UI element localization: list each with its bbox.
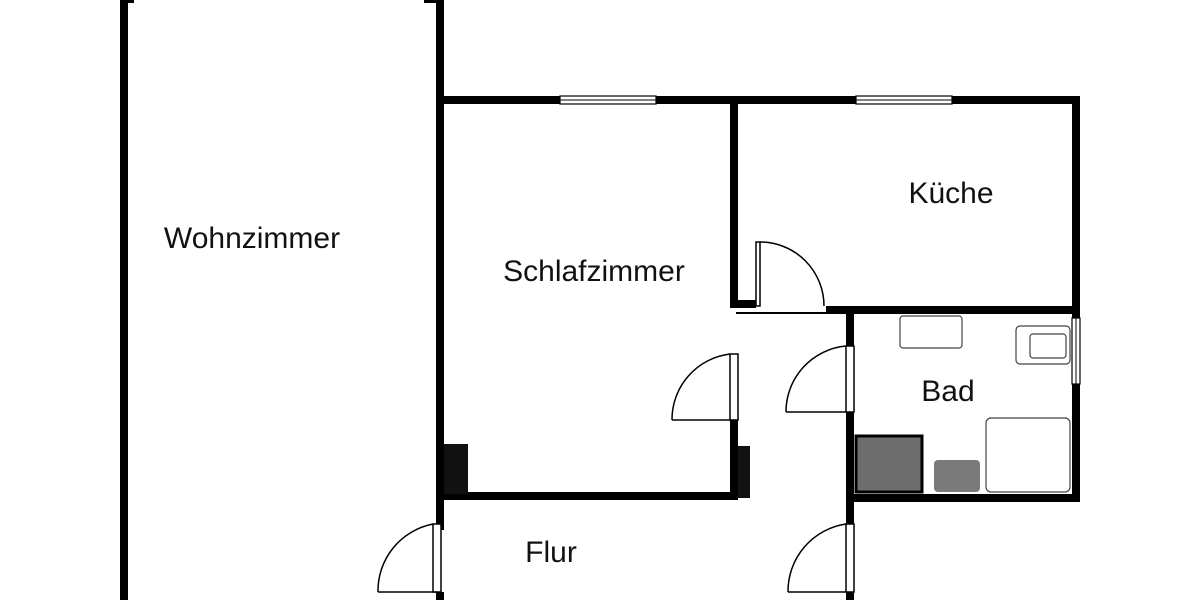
label-schlafzimmer: Schlafzimmer [503,255,685,288]
wall-bad-west-upper [846,306,854,346]
door-bad-leaf [845,345,855,413]
label-bad: Bad [921,375,974,408]
wall-flur-east-bottom [846,592,854,600]
door-kueche-leaf [755,241,761,307]
wall-bad-west-lower [846,412,854,502]
wall-flur-east-lower [846,500,854,524]
wall-kueche-east [1072,96,1080,316]
shaft-left [444,444,468,494]
door-bad-swing [785,345,847,413]
door-schlafzimmer-swing [671,353,731,421]
wall-wohnzimmer-west [120,0,128,600]
door-schlafzimmer[interactable] [671,353,739,421]
shaft-right [738,446,750,498]
sink [899,315,963,349]
wall-bad-bottom [846,494,1080,502]
wall-kueche-door-left [730,300,756,308]
door-kueche[interactable] [755,241,825,307]
door-entrance[interactable] [787,523,855,593]
toilet-inner [1029,333,1067,359]
wall-top-wohnzimmer-right [424,0,444,3]
wall-wohnzimmer-east [436,0,444,530]
door-wohnzimmer[interactable] [377,523,442,593]
windows [559,95,1081,385]
door-kueche-swing [759,241,825,307]
bad-fixtures [854,315,1071,494]
door-wohnzimmer-swing [377,523,434,593]
door-entrance-leaf [845,523,855,593]
wall-corridor-stub [736,312,846,314]
wall-wohnzimmer-east-lower [436,592,444,600]
wall-schlafzimmer-kueche [730,96,738,308]
wall-schlafzimmer-east-lower [730,420,738,500]
bathtub [985,417,1071,493]
wall-kueche-bottom [826,306,1080,314]
door-bad[interactable] [785,345,855,413]
wall-bad-east [1072,306,1080,502]
shower-tray [854,434,924,494]
wall-schlafzimmer-bottom [436,492,738,500]
door-entrance-swing [787,523,847,593]
label-flur: Flur [525,536,577,569]
walls [120,0,1080,600]
door-schlafzimmer-leaf [729,353,739,421]
label-kueche: Küche [908,177,993,210]
label-wohnzimmer: Wohnzimmer [164,222,340,255]
door-wohnzimmer-leaf [432,523,442,593]
wall-top-wohnzimmer-left [120,0,134,3]
washing-machine [934,460,980,492]
